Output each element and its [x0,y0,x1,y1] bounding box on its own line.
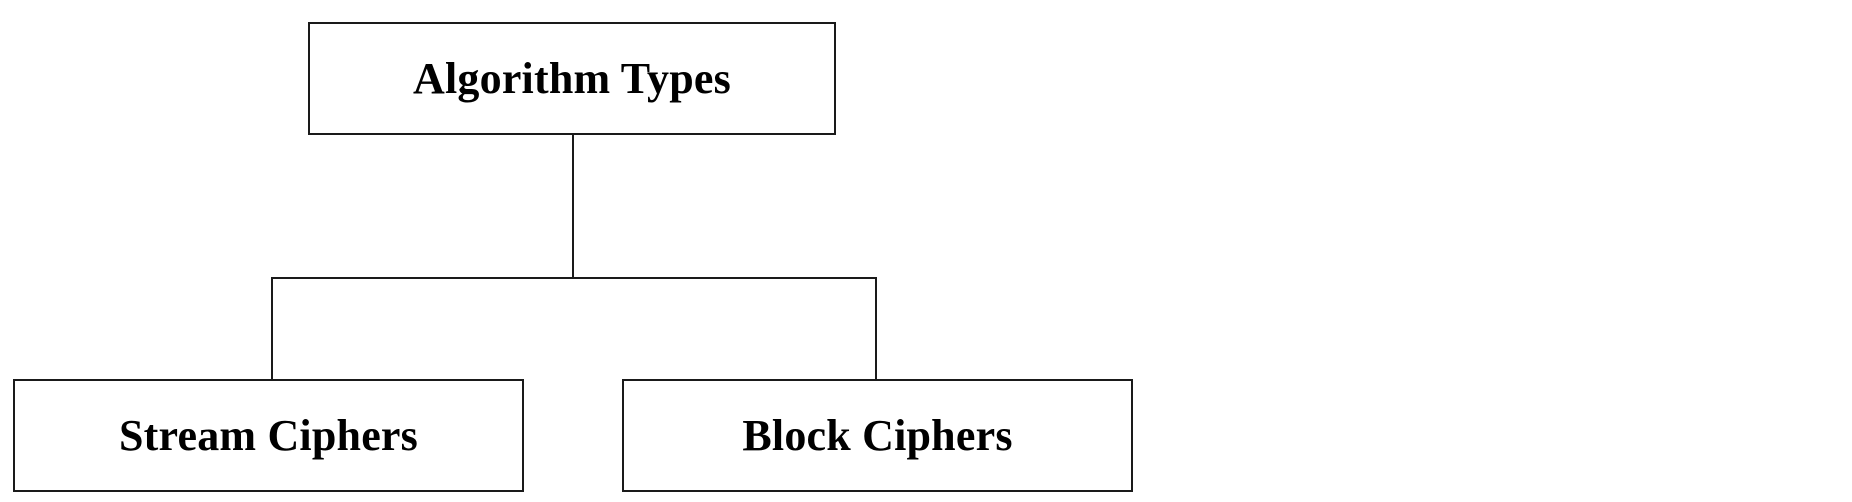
node-stream-ciphers[interactable]: Stream Ciphers [13,379,524,492]
node-algorithm-types[interactable]: Algorithm Types [308,22,836,135]
edge-bus-to-block-ciphers [875,277,877,379]
node-block-ciphers[interactable]: Block Ciphers [622,379,1133,492]
node-algorithm-types-label: Algorithm Types [413,53,731,103]
node-block-ciphers-label: Block Ciphers [742,410,1013,460]
edge-root-to-bus [572,135,574,279]
edge-horizontal-bus [271,277,877,279]
edge-bus-to-stream-ciphers [271,277,273,379]
node-stream-ciphers-label: Stream Ciphers [119,410,418,460]
